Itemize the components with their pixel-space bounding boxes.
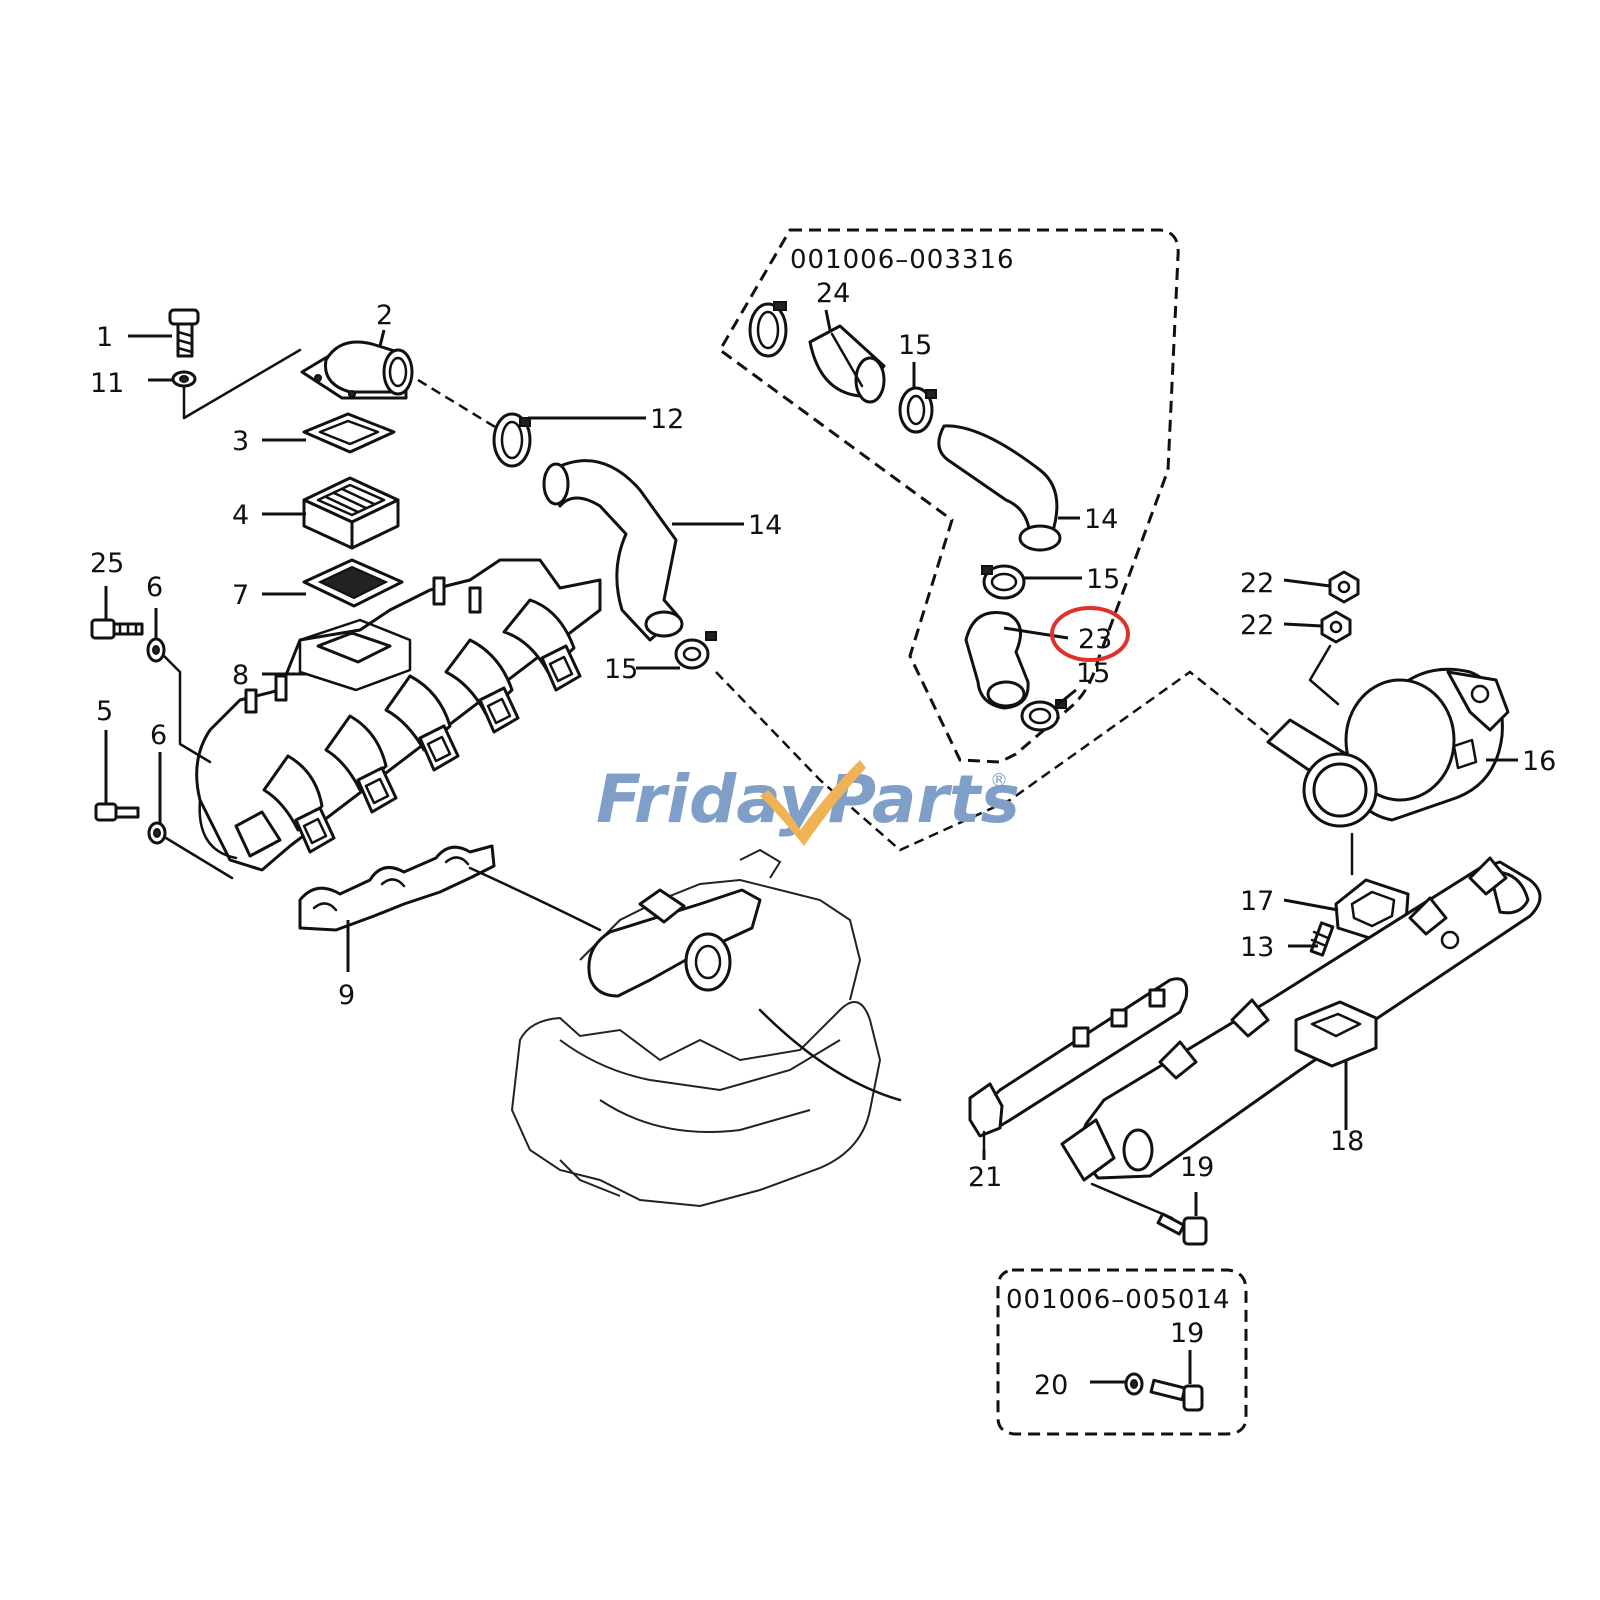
- callout-19-inset: 19: [1170, 1318, 1204, 1349]
- callout-15-inset-a: 15: [898, 330, 932, 361]
- clamp-part-15-inset-c: [1020, 699, 1067, 732]
- filter-box-part-4: [302, 476, 400, 550]
- bolt-part-19-main: [1156, 1212, 1208, 1246]
- callout-5: 5: [96, 696, 113, 727]
- leader-curve-lower: [758, 1008, 902, 1102]
- sleeve-part-24: [808, 324, 886, 404]
- svg-text:FridayParts: FridayParts: [596, 761, 1020, 838]
- group-code-bottom: 001006–005014: [1006, 1285, 1231, 1315]
- callout-14-left: 14: [748, 510, 782, 541]
- screen-part-7: [302, 558, 404, 608]
- nut-part-22-lower: [1320, 610, 1352, 644]
- inset-frame-top: [718, 228, 1180, 764]
- callout-19-main: 19: [1180, 1152, 1214, 1183]
- washer-part-20: [1124, 1372, 1144, 1396]
- callout-17: 17: [1240, 886, 1274, 917]
- callout-4: 4: [232, 500, 249, 531]
- engine-silhouette: [510, 848, 882, 1208]
- watermark-registered: ®: [990, 770, 1008, 791]
- hose-part-14-left: [542, 459, 684, 642]
- callout-18: 18: [1330, 1126, 1364, 1157]
- bolt-part-19-inset: [1149, 1378, 1204, 1412]
- callout-11: 11: [90, 368, 124, 399]
- elbow-hose-part-23: [964, 611, 1030, 710]
- clamp-part-24a: [748, 301, 788, 358]
- callout-23: 23: [1078, 624, 1112, 655]
- bolt-part-25: [90, 618, 144, 640]
- callout-14-inset: 14: [1084, 504, 1118, 535]
- callout-8: 8: [232, 660, 249, 691]
- hose-part-14-inset: [937, 424, 1062, 552]
- callout-22-upper: 22: [1240, 568, 1274, 599]
- clamp-part-15-inset-b: [981, 564, 1026, 600]
- watermark-swoosh: [760, 760, 866, 846]
- watermark-logo: FridayParts ®: [596, 760, 1020, 846]
- exhaust-manifold-part-18: [1060, 856, 1542, 1182]
- callout-9: 9: [338, 980, 355, 1011]
- callout-12: 12: [650, 404, 684, 435]
- callout-3: 3: [232, 426, 249, 457]
- highlight-ring-23: [1050, 606, 1130, 662]
- callout-15-left: 15: [604, 654, 638, 685]
- bolt-part-5: [94, 802, 140, 822]
- turbocharger-part-16: [1266, 667, 1510, 828]
- watermark-text-friday: Friday: [596, 761, 825, 838]
- callout-15-inset-c: 15: [1076, 658, 1110, 689]
- callout-25: 25: [90, 548, 124, 579]
- leader-curve-upper: [468, 866, 602, 932]
- callout-21: 21: [968, 1162, 1002, 1193]
- exhaust-gasket-part-9: [298, 844, 496, 932]
- callout-6-lower: 6: [150, 720, 167, 751]
- callout-16: 16: [1522, 746, 1556, 777]
- callout-22-lower: 22: [1240, 610, 1274, 641]
- inset-frame-bottom: [996, 1268, 1248, 1436]
- callout-24: 24: [816, 278, 850, 309]
- washer-part-6-lower: [147, 821, 167, 845]
- clamp-part-15-inset-a: [898, 386, 937, 434]
- callout-13: 13: [1240, 932, 1274, 963]
- callout-15-inset-b: 15: [1086, 564, 1120, 595]
- manifold-part-21: [968, 977, 1189, 1152]
- clamp-part-12: [492, 412, 532, 468]
- group-code-top: 001006–003316: [790, 245, 1015, 275]
- elbow-part-2: [300, 340, 414, 400]
- washer-part-11: [171, 370, 197, 388]
- stud-part-13: [1309, 921, 1335, 957]
- callout-2: 2: [376, 300, 393, 331]
- callout-7: 7: [232, 580, 249, 611]
- bolt-part-1: [168, 308, 200, 358]
- callout-6-upper: 6: [146, 572, 163, 603]
- nut-part-22-upper: [1328, 570, 1360, 604]
- callout-1: 1: [96, 322, 113, 353]
- intake-manifold-part-8: [195, 558, 602, 872]
- callout-20: 20: [1034, 1370, 1068, 1401]
- gasket-part-3: [302, 412, 396, 454]
- clamp-part-15-left: [674, 631, 717, 670]
- washer-part-6-upper: [146, 637, 166, 663]
